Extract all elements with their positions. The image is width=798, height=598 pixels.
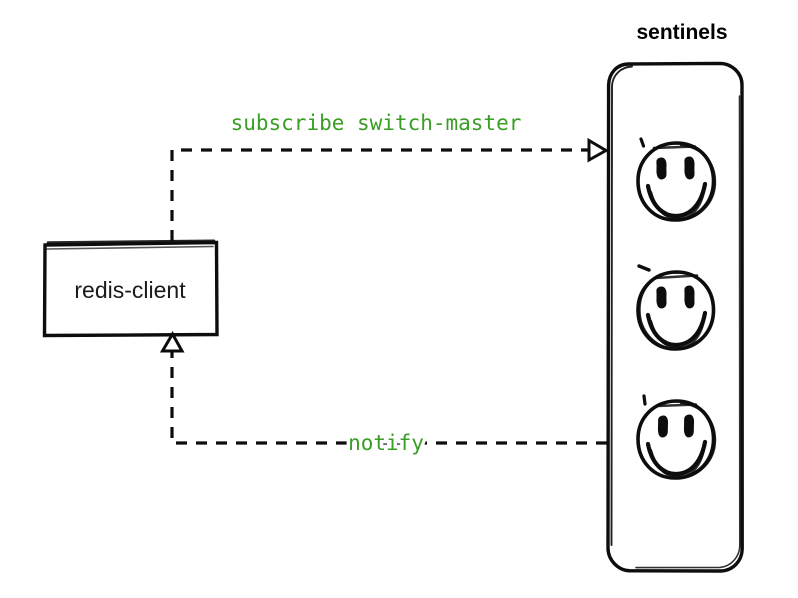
edge-subscribe-label: subscribe switch-master <box>231 111 522 135</box>
edge-notify-label: notify <box>348 431 424 455</box>
redis-client-label: redis-client <box>74 277 186 303</box>
edge-subscribe-arrowhead <box>587 137 610 163</box>
edge-notify-arrowhead <box>159 330 185 353</box>
sentinel-face-1 <box>636 137 717 222</box>
edge-notify <box>159 330 607 445</box>
edge-notify-line <box>170 352 607 445</box>
redis-client-node: redis-client <box>42 239 219 338</box>
edge-subscribe-switch-master <box>170 137 610 241</box>
sentinels-group-title: sentinels <box>636 21 727 44</box>
sentinel-face-3 <box>636 394 717 480</box>
edge-subscribe-line <box>170 148 588 241</box>
sentinel-face-2 <box>636 264 716 351</box>
sentinels-container <box>606 61 744 573</box>
